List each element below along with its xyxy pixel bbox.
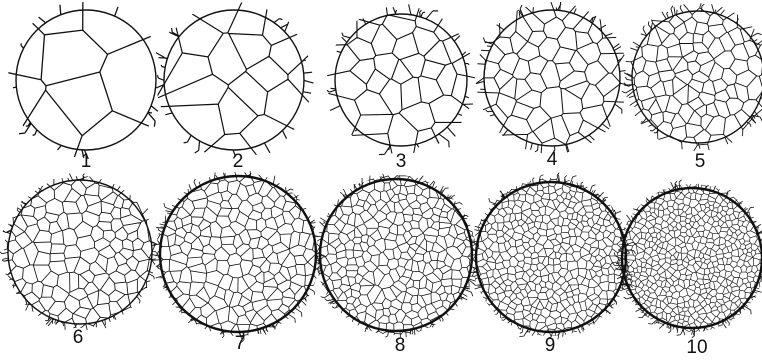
panel-2: 2 [146, 0, 323, 172]
circle-boundary [16, 10, 156, 150]
panel-4: 4 [466, 0, 638, 170]
panel-label: 6 [73, 327, 84, 348]
panel-label: 10 [686, 337, 707, 358]
boundary-whiskers [13, 5, 158, 159]
panel-8: 8 [301, 160, 491, 356]
panel-label: 7 [235, 333, 246, 354]
panel-label: 5 [695, 151, 706, 172]
panel-1: 1 [0, 0, 174, 172]
panel-3: 3 [317, 0, 485, 172]
boundary-whiskers [314, 174, 477, 340]
panel-row-bottom: 6 7 8 9 10 [0, 157, 762, 358]
cell-boundaries [604, 170, 762, 347]
panel-5: 5 [614, 0, 762, 172]
cell-boundaries [466, 0, 638, 164]
panel-label: 2 [233, 151, 244, 172]
cell-boundaries [141, 157, 336, 352]
boundary-whiskers [612, 180, 762, 338]
cell-network [604, 170, 762, 347]
circle-boundary [335, 14, 467, 146]
cell-network [141, 157, 336, 352]
panel-label: 3 [396, 151, 407, 172]
panel-label: 1 [81, 151, 92, 172]
cell-network [146, 0, 323, 168]
cell-boundaries [0, 0, 174, 168]
panel-7: 7 [141, 157, 336, 354]
boundary-whiskers [327, 4, 473, 154]
panel-9: 9 [457, 163, 645, 356]
circle-boundary [8, 180, 152, 324]
panel-label: 4 [547, 149, 558, 170]
cell-network [0, 0, 174, 168]
cell-network [614, 0, 762, 161]
panel-6: 6 [0, 161, 171, 348]
panel-row-top: 1 2 3 4 5 [0, 0, 762, 172]
cell-boundaries [317, 0, 485, 164]
circle-boundary [632, 11, 762, 143]
cell-boundaries [0, 161, 171, 342]
boundary-whiskers [150, 171, 327, 342]
cell-network [0, 161, 171, 342]
cell-boundaries [146, 0, 323, 168]
panel-label: 8 [395, 335, 406, 356]
boundary-whiskers [476, 2, 626, 152]
cell-boundaries [614, 0, 762, 161]
panel-label: 9 [545, 335, 556, 356]
cell-network [301, 160, 491, 350]
cell-boundaries [301, 160, 491, 350]
cell-network [466, 0, 638, 164]
cell-network [317, 0, 485, 164]
